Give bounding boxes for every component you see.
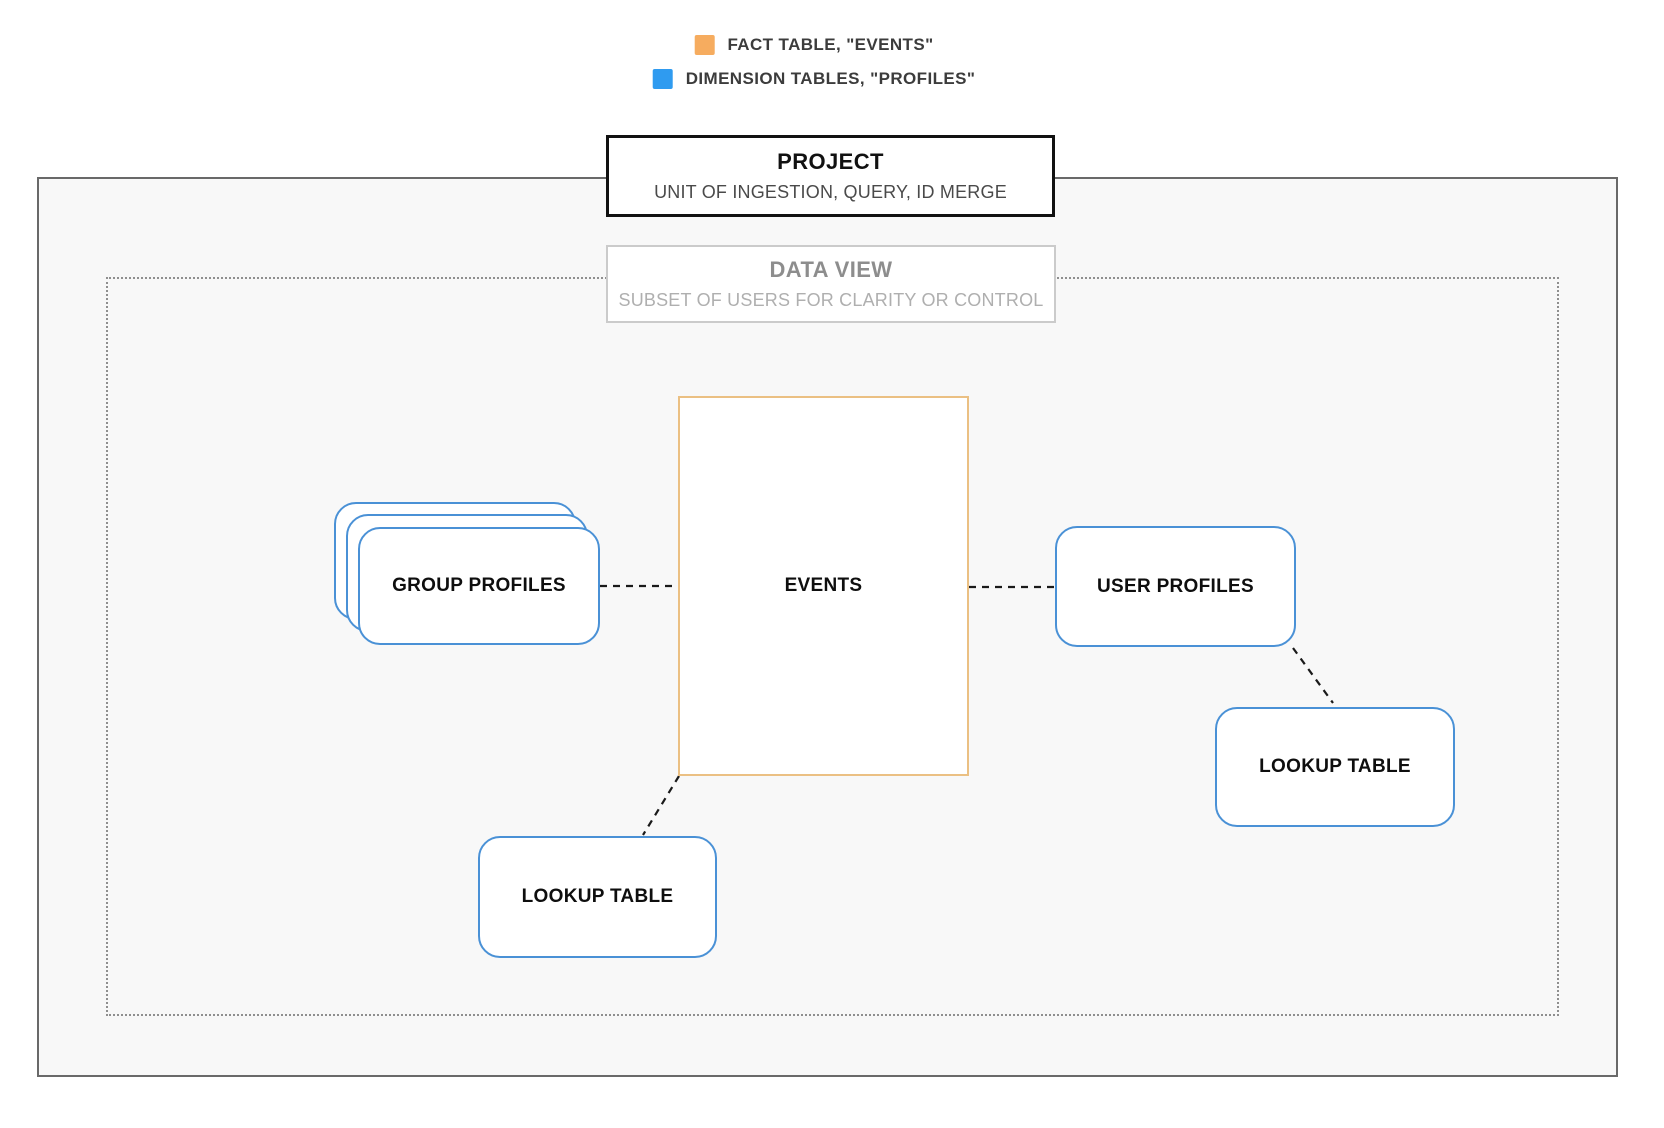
group-profiles-node: GROUP PROFILES <box>358 527 600 645</box>
fact-table-swatch-icon <box>694 35 715 55</box>
project-subtitle: UNIT OF INGESTION, QUERY, ID MERGE <box>654 182 1007 202</box>
legend-item-fact-table: FACT TABLE, "EVENTS" <box>694 35 933 55</box>
data-view-label-box: DATA VIEW SUBSET OF USERS FOR CLARITY OR… <box>606 245 1056 323</box>
lookup-table-left-label: LOOKUP TABLE <box>521 886 674 907</box>
data-view-title: DATA VIEW <box>769 257 893 282</box>
project-label-box: PROJECT UNIT OF INGESTION, QUERY, ID MER… <box>606 135 1055 217</box>
project-title: PROJECT <box>777 149 884 174</box>
legend-label-fact-table: FACT TABLE, "EVENTS" <box>727 35 934 54</box>
legend-item-dimension-tables: DIMENSION TABLES, "PROFILES" <box>652 69 976 89</box>
events-label: EVENTS <box>784 575 863 596</box>
user-profiles-node: USER PROFILES <box>1055 526 1296 647</box>
legend: FACT TABLE, "EVENTS" DIMENSION TABLES, "… <box>652 35 976 89</box>
lookup-table-left-node: LOOKUP TABLE <box>478 836 717 958</box>
dimension-tables-swatch-icon <box>652 69 673 89</box>
lookup-table-right-node: LOOKUP TABLE <box>1215 707 1455 827</box>
lookup-table-right-label: LOOKUP TABLE <box>1259 756 1411 777</box>
user-profiles-label: USER PROFILES <box>1097 575 1254 597</box>
data-view-subtitle: SUBSET OF USERS FOR CLARITY OR CONTROL <box>618 290 1044 310</box>
legend-label-dimension-tables: DIMENSION TABLES, "PROFILES" <box>685 69 976 88</box>
group-profiles-label: GROUP PROFILES <box>392 575 566 596</box>
events-node: EVENTS <box>678 396 969 776</box>
